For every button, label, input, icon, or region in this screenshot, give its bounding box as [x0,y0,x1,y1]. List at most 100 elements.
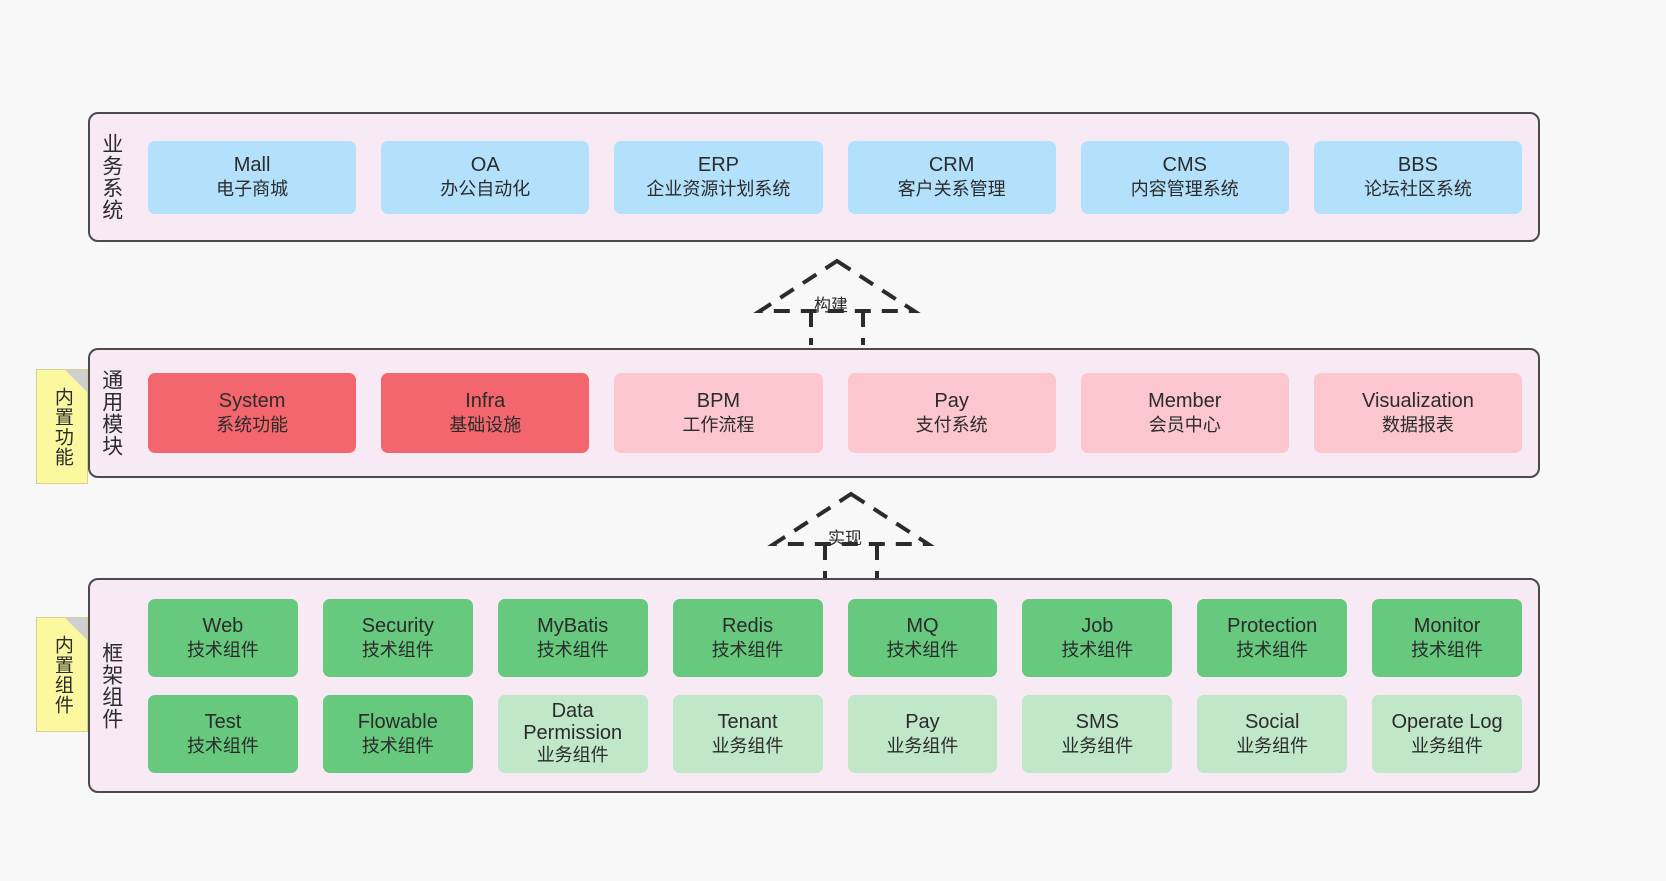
layer-framework-components: 框架组件 Web 技术组件 Security 技术组件 MyBatis 技术组件… [88,578,1540,793]
framework-card-pay[interactable]: Pay 业务组件 [847,694,998,773]
card-cn-label: 工作流程 [682,415,755,436]
framework-card-sms[interactable]: SMS 业务组件 [1022,694,1173,773]
card-cn-label: 内容管理系统 [1130,179,1239,200]
card-en-label: BPM [696,390,741,413]
card-en-label: Mall [233,154,271,177]
card-cn-label: 技术组件 [711,639,784,660]
uml-realization-icon [753,258,921,345]
framework-card-monitor[interactable]: Monitor 技术组件 [1372,598,1522,677]
card-cn-label: 技术组件 [361,639,434,660]
card-cn-label: 电子商城 [216,179,289,200]
note-builtin-function-label: 内置功能 [51,386,73,467]
card-cn-label: 业务组件 [1061,735,1134,756]
card-cn-label: 业务组件 [1411,735,1484,756]
card-en-label: Visualization [1361,390,1474,413]
card-en-label: Infra [465,390,506,413]
card-en-label: Social [1244,710,1300,733]
note-builtin-component-label: 内置组件 [51,634,73,715]
framework-row-tech: Web 技术组件 Security 技术组件 MyBatis 技术组件 Redi… [148,598,1522,677]
card-en-label: MyBatis [537,614,609,637]
framework-card-web[interactable]: Web 技术组件 [148,598,298,677]
framework-card-redis[interactable]: Redis 技术组件 [672,598,823,677]
module-card-system[interactable]: System 系统功能 [148,373,357,453]
card-cn-label: 技术组件 [1061,639,1134,660]
card-en-label: Member [1148,390,1222,413]
card-cn-label: 业务组件 [711,735,784,756]
note-builtin-component: 内置组件 [36,617,88,732]
framework-card-tenant[interactable]: Tenant 业务组件 [672,694,823,773]
card-en-label: OA [470,154,500,177]
card-cn-label: 技术组件 [1236,639,1309,660]
framework-card-mybatis[interactable]: MyBatis 技术组件 [497,598,648,677]
business-row: Mall 电子商城 OA 办公自动化 ERP 企业资源计划系统 CRM 客户关系… [148,140,1523,214]
card-cn-label: 技术组件 [886,639,959,660]
card-cn-label: 系统功能 [216,415,289,436]
connector-implement: 实现 [766,488,936,578]
framework-card-flowable[interactable]: Flowable 技术组件 [322,694,473,773]
framework-card-social[interactable]: Social 业务组件 [1197,694,1348,773]
card-en-label: Job [1081,614,1114,637]
framework-card-operate-log[interactable]: Operate Log 业务组件 [1372,694,1522,773]
card-cn-label: 企业资源计划系统 [646,179,791,200]
card-en-label: Data Permission [523,700,623,745]
framework-card-data-permission[interactable]: Data Permission 业务组件 [497,694,648,773]
business-card-cms[interactable]: CMS 内容管理系统 [1080,140,1289,214]
layer-title-business-system: 业务系统 [99,133,123,221]
card-cn-label: 基础设施 [449,415,522,436]
card-cn-label: 办公自动化 [440,179,531,200]
business-card-oa[interactable]: OA 办公自动化 [381,140,590,214]
card-en-label: Redis [721,614,774,637]
layer-body-business-system: Mall 电子商城 OA 办公自动化 ERP 企业资源计划系统 CRM 客户关系… [132,114,1538,240]
card-en-label: Flowable [357,710,438,733]
card-en-label: Monitor [1413,614,1481,637]
card-cn-label: 数据报表 [1381,415,1454,436]
framework-card-test[interactable]: Test 技术组件 [148,694,298,773]
business-card-erp[interactable]: ERP 企业资源计划系统 [614,140,823,214]
framework-card-job[interactable]: Job 技术组件 [1022,598,1173,677]
framework-card-protection[interactable]: Protection 技术组件 [1197,598,1348,677]
card-en-label: Pay [905,710,940,733]
layer-common-modules: 通用模块 System 系统功能 Infra 基础设施 BPM 工作流程 Pay… [88,348,1540,478]
card-cn-label: 客户关系管理 [897,179,1006,200]
layer-title-framework-components: 框架组件 [99,641,123,730]
framework-card-mq[interactable]: MQ 技术组件 [847,598,998,677]
framework-row-business: Test 技术组件 Flowable 技术组件 Data Permission … [148,694,1522,773]
layer-title-common-modules: 通用模块 [99,369,123,457]
framework-card-security[interactable]: Security 技术组件 [322,598,473,677]
card-en-label: CRM [928,154,975,177]
business-card-bbs[interactable]: BBS 论坛社区系统 [1313,140,1523,214]
note-builtin-function: 内置功能 [36,369,88,484]
connector-implement-label: 实现 [828,529,862,548]
uml-realization-icon [767,491,935,578]
layer-body-framework-components: Web 技术组件 Security 技术组件 MyBatis 技术组件 Redi… [132,580,1538,791]
card-en-label: SMS [1075,710,1119,733]
module-card-visualization[interactable]: Visualization 数据报表 [1313,373,1523,453]
business-card-mall[interactable]: Mall 电子商城 [148,140,357,214]
card-cn-label: 支付系统 [915,415,988,436]
card-cn-label: 技术组件 [361,735,434,756]
card-cn-label: 业务组件 [536,745,609,766]
layer-business-system: 业务系统 Mall 电子商城 OA 办公自动化 ERP 企业资源计划系统 CRM… [88,112,1540,242]
card-en-label: BBS [1397,154,1438,177]
card-en-label: Web [202,614,244,637]
modules-row: System 系统功能 Infra 基础设施 BPM 工作流程 Pay 支付系统… [148,373,1523,453]
card-en-label: System [218,390,286,413]
connector-build: 构建 [752,255,922,345]
card-cn-label: 技术组件 [1411,639,1484,660]
card-en-label: Protection [1227,614,1318,637]
module-card-bpm[interactable]: BPM 工作流程 [614,373,823,453]
card-cn-label: 技术组件 [536,639,609,660]
module-card-member[interactable]: Member 会员中心 [1080,373,1289,453]
card-en-label: ERP [697,154,739,177]
module-card-pay[interactable]: Pay 支付系统 [847,373,1056,453]
card-en-label: MQ [906,614,939,637]
card-cn-label: 会员中心 [1148,415,1221,436]
module-card-infra[interactable]: Infra 基础设施 [381,373,590,453]
card-cn-label: 技术组件 [186,735,259,756]
layer-body-common-modules: System 系统功能 Infra 基础设施 BPM 工作流程 Pay 支付系统… [132,350,1538,476]
card-en-label: CMS [1162,154,1207,177]
card-en-label: Pay [934,390,969,413]
card-cn-label: 技术组件 [186,639,259,660]
business-card-crm[interactable]: CRM 客户关系管理 [847,140,1056,214]
